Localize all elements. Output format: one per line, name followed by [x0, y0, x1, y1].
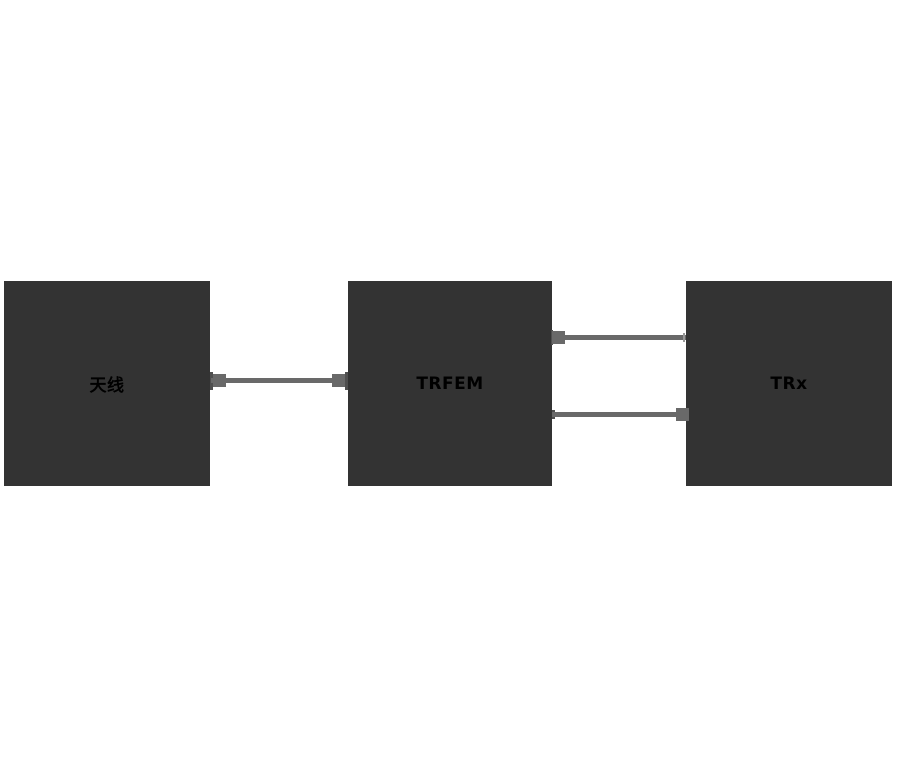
connector-antenna-trfem-endpoint-square-right	[332, 374, 345, 387]
node-trx-label: TRx	[770, 373, 808, 394]
node-antenna[interactable]: 天线	[4, 281, 210, 486]
connector-antenna-trfem-line[interactable]	[211, 378, 348, 383]
connector-trfem-trx-upper-line[interactable]	[552, 335, 686, 340]
connector-antenna-trfem-tick-right	[345, 372, 348, 390]
connector-antenna-trfem-endpoint-square-left	[213, 374, 226, 387]
connector-trfem-trx-lower-endpoint-square	[676, 408, 689, 421]
node-antenna-label: 天线	[89, 376, 125, 396]
connector-trfem-trx-lower-line[interactable]	[552, 412, 689, 417]
node-trx[interactable]: TRx	[686, 281, 892, 486]
node-trfem[interactable]: TRFEM	[348, 281, 552, 486]
connector-trfem-trx-upper-endpoint-square	[552, 331, 565, 344]
node-trfem-label: TRFEM	[416, 373, 484, 394]
connector-trfem-trx-upper-tick-right	[683, 333, 685, 342]
